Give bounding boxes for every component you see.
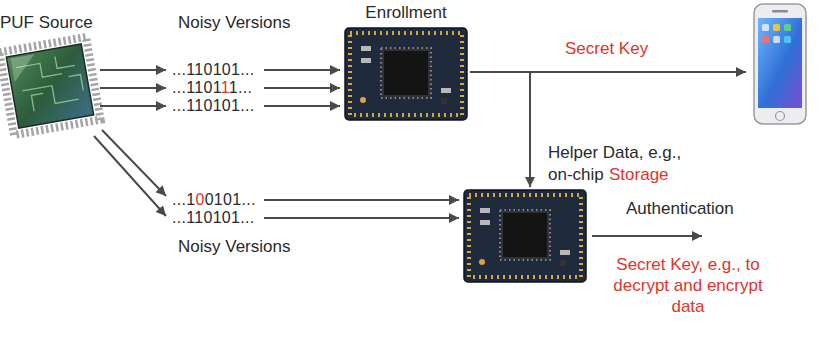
arrow bbox=[592, 235, 702, 237]
puf-chip bbox=[0, 37, 101, 135]
arrow bbox=[264, 87, 340, 89]
arrow bbox=[264, 69, 340, 71]
node-heading: Enrollment bbox=[345, 2, 467, 24]
arrow bbox=[264, 199, 459, 201]
section-label: Noisy Versions bbox=[178, 12, 290, 34]
key-label: Secret Key bbox=[565, 38, 648, 60]
bit-string: ...110101... bbox=[172, 208, 254, 228]
bit-string: ...110101... bbox=[172, 60, 254, 80]
storage-label: Storage bbox=[609, 164, 669, 186]
arrow bbox=[529, 72, 531, 187]
arrow bbox=[100, 105, 166, 107]
arrow bbox=[530, 71, 746, 73]
bit-string: ...110101... bbox=[172, 96, 254, 116]
key-usage-label: Secret Key, e.g., to decrypt and encrypt… bbox=[598, 254, 778, 317]
authentication-board bbox=[464, 190, 586, 282]
enrollment-chip: Enrollment bbox=[345, 2, 467, 120]
arrow bbox=[100, 87, 166, 89]
arrows bbox=[94, 70, 746, 236]
arrow bbox=[100, 69, 166, 71]
puf-source-chip: PUF Source bbox=[0, 12, 100, 132]
bit-string: ...100101... bbox=[172, 190, 256, 210]
enrollment-board bbox=[345, 28, 467, 120]
wire bbox=[470, 71, 531, 73]
authentication-label: Authentication bbox=[626, 198, 734, 220]
arrow bbox=[264, 217, 459, 219]
bit-string: ...110111... bbox=[172, 78, 252, 98]
arrow bbox=[94, 136, 166, 216]
arrow bbox=[102, 130, 166, 196]
section-label: Noisy Versions bbox=[178, 236, 290, 258]
arrow bbox=[264, 105, 340, 107]
helper-label: on-chip bbox=[548, 164, 604, 186]
phone-icon bbox=[754, 4, 806, 124]
node-heading: PUF Source bbox=[0, 12, 100, 34]
helper-label: Helper Data, e.g., bbox=[548, 142, 681, 164]
